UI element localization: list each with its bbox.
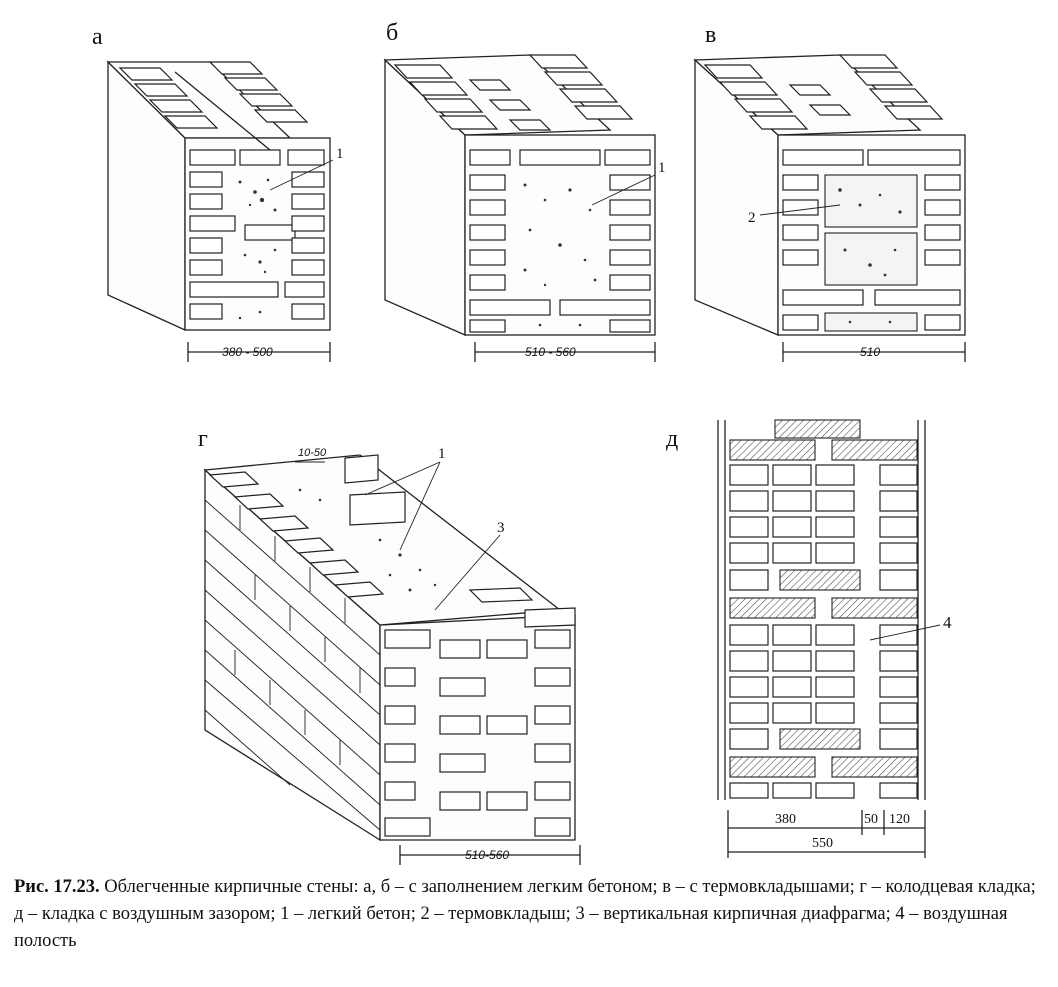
dim-d-380: 380 (775, 812, 796, 827)
panel-a-concrete-dots (238, 178, 277, 320)
panel-a-top-bricks (118, 61, 309, 151)
callout-a-1: 1 (336, 146, 344, 162)
callout-g-3: 3 (497, 520, 505, 536)
panel-v-front-bricks (782, 149, 961, 331)
panel-a-leader-1 (269, 159, 334, 191)
dim-d-50: 50 (864, 812, 878, 827)
panel-v-top-bricks (703, 54, 944, 130)
panel-g-leader-3 (434, 534, 501, 611)
caption-text: Облегченные кирпичные стены: а, б – с за… (14, 877, 1036, 951)
panel-b (383, 54, 656, 362)
dim-g-top: 10-50 (298, 447, 327, 459)
panel-g-leader-1b (399, 461, 441, 551)
figure-drawing: а б в г д 1 1 2 1 3 4 380 - 500 510 - 56… (92, 20, 966, 865)
panel-d-leader-4 (869, 624, 941, 641)
callout-g-1: 1 (438, 446, 446, 462)
dim-b: 510 - 560 (525, 345, 576, 359)
panel-b-leader-1 (591, 174, 656, 206)
panel-v-thermal-inserts (824, 174, 918, 332)
panel-a (106, 60, 334, 362)
panel-g-concrete-dots (298, 488, 437, 592)
callout-b-1: 1 (658, 160, 666, 176)
panel-d-bricks (729, 419, 918, 799)
panel-v (693, 54, 966, 362)
label-g: г (198, 426, 208, 452)
panel-g-top-bricks (208, 454, 576, 628)
callout-v-2: 2 (748, 210, 756, 226)
panel-g-leader-1a (364, 461, 441, 496)
callout-d-4: 4 (943, 613, 952, 632)
panel-a-front-bricks (189, 149, 325, 320)
panel-b-concrete-dots (523, 183, 597, 327)
label-b: б (386, 20, 398, 46)
dim-g-bottom: 510-560 (465, 848, 509, 862)
panel-g-long-face-courses (204, 499, 381, 831)
panel-d (717, 419, 941, 858)
caption-number: Рис. 17.23. (14, 877, 100, 897)
panel-g-end-bricks (384, 629, 571, 837)
panel-b-top-bricks (393, 54, 634, 131)
figure-caption: Рис. 17.23. Облегченные кирпичные стены:… (14, 874, 1046, 955)
label-v: в (705, 22, 716, 48)
dim-a: 380 - 500 (222, 345, 273, 359)
panel-g (203, 454, 581, 865)
dim-d-550: 550 (812, 836, 833, 851)
panel-d-dimensions (727, 810, 926, 858)
label-a: а (92, 24, 103, 50)
dim-v: 510 (860, 345, 880, 359)
panel-b-front-bricks (469, 149, 651, 333)
label-d: д (666, 426, 678, 452)
dim-d-120: 120 (889, 812, 910, 827)
panel-v-leader-2 (759, 204, 841, 216)
